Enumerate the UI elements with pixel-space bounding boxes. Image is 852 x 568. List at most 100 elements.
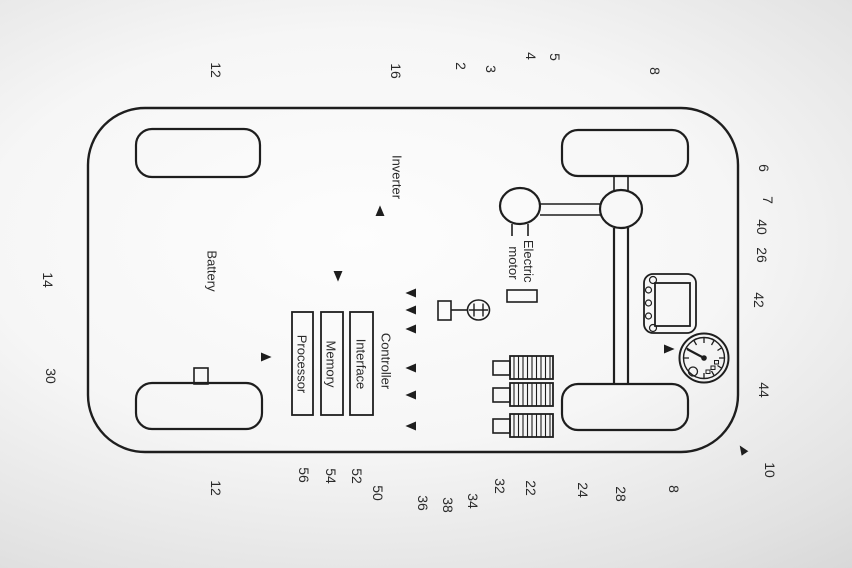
leader-32 [499, 436, 503, 477]
leader-12-bottom [216, 431, 223, 479]
electric-motor-line1: Electric [522, 240, 537, 283]
ref-26: 26 [754, 247, 770, 263]
ref-16: 16 [388, 63, 404, 79]
ref-30: 30 [43, 368, 59, 384]
memory-box [320, 311, 344, 416]
sensor1-connector [492, 360, 511, 376]
sensor3-connector [492, 418, 511, 434]
gauge-needle [686, 348, 705, 359]
ref-10: 10 [762, 462, 778, 478]
leader-8-top [653, 79, 663, 128]
display-bolt [644, 299, 653, 307]
ref-12-top: 12 [208, 62, 224, 78]
leader-56 [301, 417, 303, 466]
gauge-inner-ring [682, 336, 726, 380]
leader-52 [354, 417, 359, 467]
wheel-top-left [134, 127, 262, 179]
ref-6: 6 [756, 164, 772, 172]
ref-44: 44 [756, 382, 772, 398]
sensor3-fins [513, 414, 551, 437]
display-screen [654, 282, 691, 327]
ref-32: 32 [492, 478, 508, 494]
wheel-sensor-icon [193, 367, 209, 385]
ref-8-bottom: 8 [666, 485, 682, 493]
ref-36: 36 [415, 495, 431, 511]
sensor2-fins [513, 383, 551, 406]
ref-8-top: 8 [647, 67, 663, 75]
leader-42 [698, 301, 753, 312]
vehicle-body-outline [86, 106, 740, 454]
ref-52: 52 [349, 468, 365, 484]
leader-40 [540, 231, 751, 291]
finned-sensor-2 [492, 382, 554, 407]
ref-38: 38 [440, 497, 456, 513]
gear-circle-axle [598, 188, 644, 230]
sensor1-fins [513, 356, 551, 379]
interface-label: Interface [354, 339, 369, 390]
leader-4 [526, 64, 532, 234]
display-panel-icon [643, 273, 697, 334]
wheel-bottom-right [560, 382, 690, 432]
display-outer [643, 273, 697, 334]
leader-38 [445, 376, 494, 495]
inverter-label: Inverter [390, 155, 405, 200]
ref-2: 2 [453, 62, 469, 70]
gauge-sub-dial [687, 366, 699, 377]
ref-28: 28 [613, 486, 629, 502]
leader-5 [553, 65, 564, 206]
leader-28 [556, 401, 620, 485]
leader-14 [58, 279, 166, 287]
wheel-sensor-to-controller-signal [260, 352, 272, 362]
ref-12-bottom: 12 [208, 480, 224, 496]
rotation-sensor-body [437, 300, 452, 321]
ref-22: 22 [523, 480, 539, 496]
gauge-outer-ring [678, 332, 730, 384]
display-bolt [648, 275, 658, 285]
rotation-sensor-glyph [469, 303, 488, 317]
battery-label: Battery [205, 250, 220, 292]
inverter-to-motor-line [413, 203, 481, 262]
rotation-sensor-circle [466, 299, 491, 321]
drivetrain [498, 176, 644, 384]
leader-10-arrow [739, 445, 749, 456]
leader-8-bottom [657, 432, 672, 480]
ref-54: 54 [323, 468, 339, 484]
gauge-segment [714, 360, 719, 365]
ref-14: 14 [40, 272, 56, 288]
leader-30 [60, 374, 193, 378]
leader-6 [644, 172, 753, 207]
wheel-top-right [560, 128, 690, 178]
motor-output-stub [506, 289, 538, 303]
leader-54 [328, 417, 331, 467]
ref-24: 24 [575, 482, 591, 498]
leader-2 [458, 74, 480, 234]
ref-4: 4 [523, 52, 539, 60]
ref-40: 40 [754, 219, 770, 235]
display-bolt [644, 312, 653, 320]
interface-box [349, 311, 374, 416]
ref-3: 3 [483, 65, 499, 73]
battery-to-inverter-line [258, 179, 356, 270]
wheel-bottom-left [134, 381, 264, 431]
electric-motor-label: Electric motor [507, 240, 537, 286]
gauge-segment [705, 369, 711, 374]
processor-box [291, 311, 314, 416]
gear-circle-motor [498, 186, 542, 226]
rotation-sensor-icon [437, 299, 491, 321]
sensor2-connector [492, 387, 511, 403]
gauge-hub [701, 355, 707, 361]
inverter-controller-signal [333, 205, 385, 282]
controller-label: Controller [379, 333, 394, 390]
ref-56: 56 [296, 467, 312, 483]
memory-label: Memory [324, 341, 339, 388]
ref-34: 34 [465, 493, 481, 509]
ref-7: 7 [760, 196, 776, 204]
leader-22 [529, 439, 533, 478]
display-bolt [644, 286, 653, 294]
finned-sensor-3 [492, 413, 554, 438]
finned-sensor-1 [492, 355, 554, 380]
gauge-segment [710, 365, 716, 370]
speedometer-gauge-icon [678, 332, 730, 384]
